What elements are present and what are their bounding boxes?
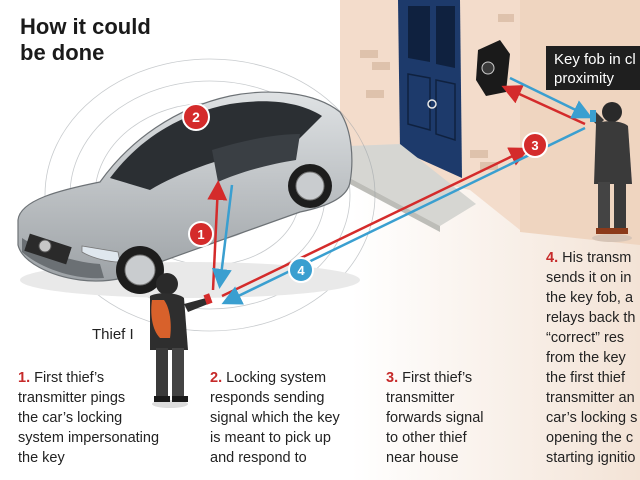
front-door [398,0,462,178]
thief-one [150,273,213,408]
step-4-line-9: car’s locking s [546,410,638,426]
svg-text:3: 3 [531,138,538,153]
key-fob-callout: Key fob in cl proximity [546,46,640,90]
step-4-line-10: opening the c [546,430,634,446]
key-fob-icon [476,40,510,96]
step-1-line-5: the key [18,450,65,466]
key-fob-callout-line-2: proximity [554,70,615,87]
step-4-line-2: sends it on in [546,270,632,286]
step-1-caption: 1.First thief’s transmitter pings the ca… [18,368,188,468]
step-3-line-5: near house [386,450,459,466]
step-1-line-1: 1.First thief’s [18,368,188,388]
page-title-line-1: How it could [20,14,151,39]
step-4-line-11: starting ignitio [546,450,636,466]
step-1-line-2: transmitter pings [18,390,126,406]
key-fob-callout-line-1: Key fob in cl [554,51,636,68]
marker-4: 4 [288,257,314,283]
step-2-line-5: and respond to [210,450,307,466]
svg-text:1: 1 [197,227,204,242]
step-4-line-4: relays back th [546,310,636,326]
marker-2: 2 [182,103,210,131]
step-2-number: 2. [210,370,223,386]
thief-one-label: Thief I [92,326,134,343]
step-4-number: 4. [546,250,559,266]
step-2-line-2: responds sending [210,390,325,406]
step-2-line-3: signal which the key [210,410,340,426]
step-4-caption: 4.His transm sends it on in the key fob,… [546,248,640,468]
step-1-line-4: system impersonating [18,430,160,446]
page-title: How it could be done [20,14,220,66]
svg-text:4: 4 [297,263,305,278]
step-3-line-2: transmitter [386,390,455,406]
step-2-caption: 2.Locking system responds sending signal… [210,368,370,468]
step-4-line-8: transmitter an [546,390,635,406]
rear-wheel [288,164,332,208]
front-wheel [116,246,164,294]
svg-text:2: 2 [192,109,200,125]
page-title-line-2: be done [20,40,105,65]
step-4-line-7: the first thief [546,370,625,386]
step-4-line-1: 4.His transm [546,248,640,268]
doorstep [346,144,476,232]
step-3-line-4: to other thief [386,430,467,446]
step-4-text-1: His transm [562,250,632,266]
marker-3: 3 [522,132,548,158]
step-4-line-6: from the key [546,350,626,366]
step-1-line-3: the car’s locking [18,410,123,426]
step-3-number: 3. [386,370,399,386]
step-3-caption: 3.First thief’s transmitter forwards sig… [386,368,526,468]
step-1-number: 1. [18,370,31,386]
step-3-line-1: 3.First thief’s [386,368,526,388]
step-3-line-3: forwards signal [386,410,484,426]
step-3-text-1: First thief’s [402,370,473,386]
step-2-line-4: is meant to pick up [210,430,331,446]
step-1-text-1: First thief’s [34,370,105,386]
step-2-text-1: Locking system [226,370,327,386]
thief-two [590,102,632,242]
signal-arrows [207,76,593,305]
marker-1: 1 [188,221,214,247]
step-2-line-1: 2.Locking system [210,368,370,388]
step-4-line-5: “correct” res [546,330,625,346]
step-4-line-3: the key fob, a [546,290,634,306]
